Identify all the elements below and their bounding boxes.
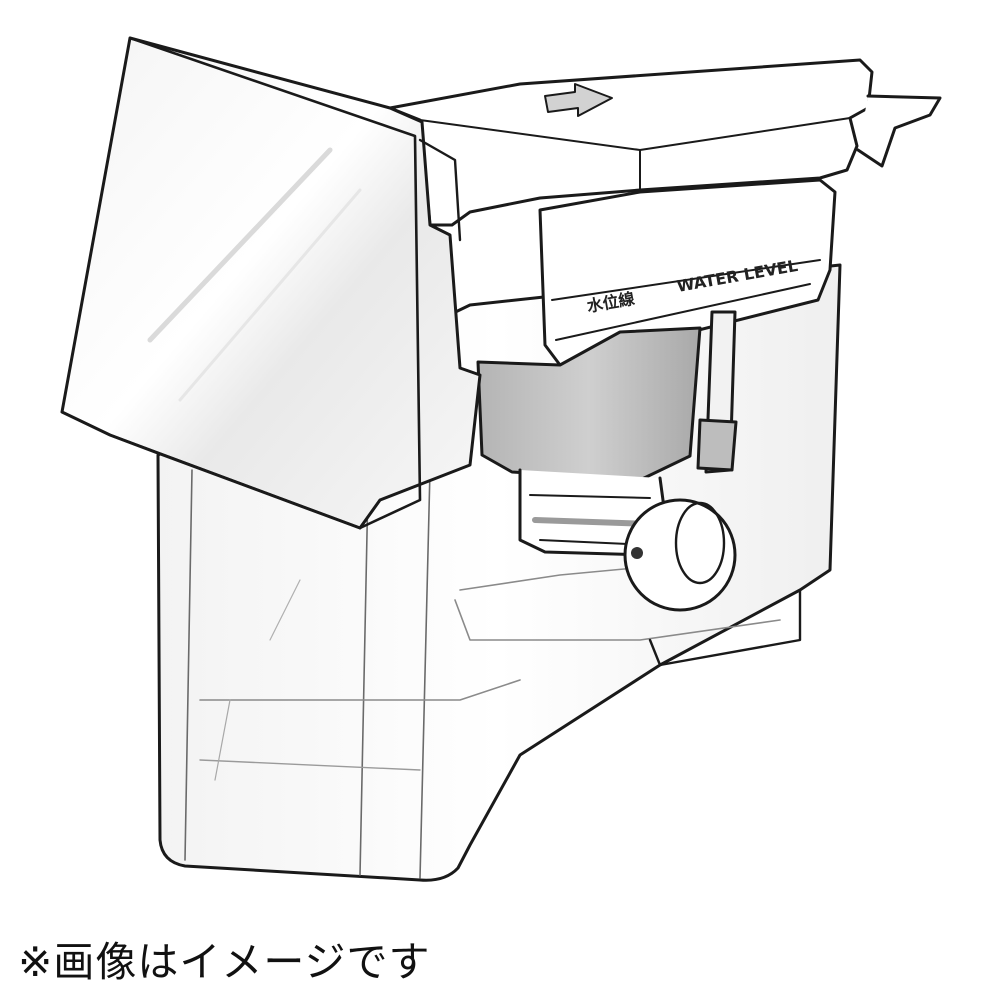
tank-lid (60, 36, 482, 530)
image-disclaimer-caption: ※画像はイメージです (18, 938, 431, 986)
water-level-window (538, 178, 837, 367)
float-assembly (623, 310, 738, 612)
tank-cover (388, 58, 942, 227)
insert-direction-arrow-icon (544, 83, 613, 117)
